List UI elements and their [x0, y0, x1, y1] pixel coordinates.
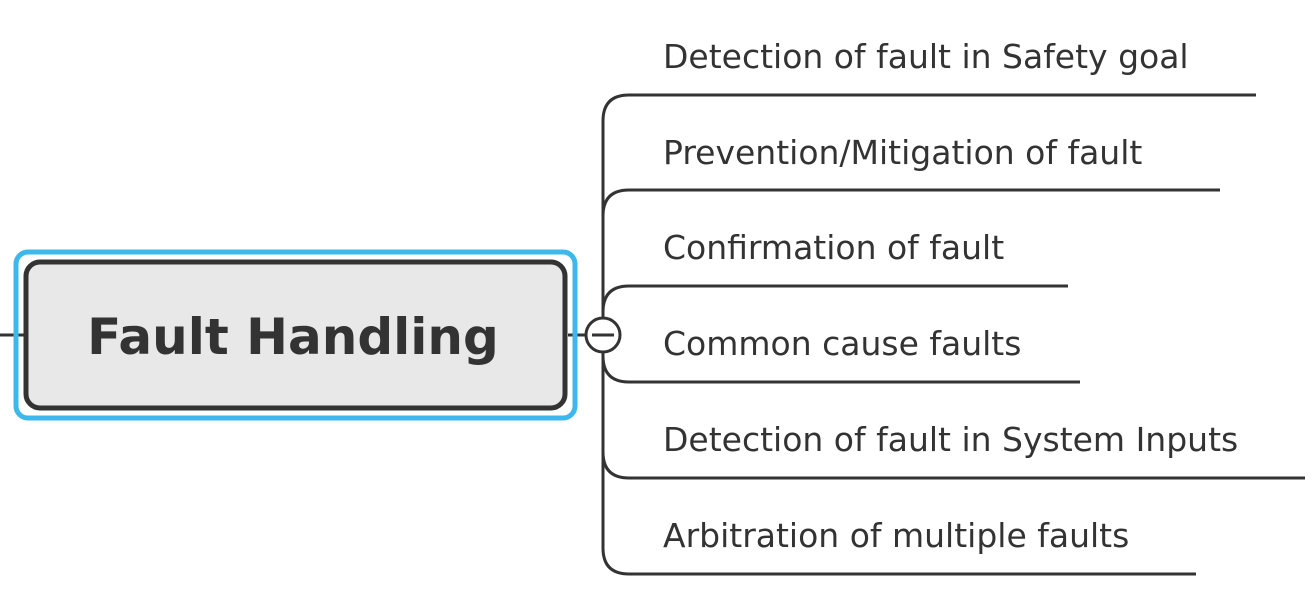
branch-label-detection-safety-goal[interactable]: Detection of fault in Safety goal: [663, 37, 1189, 76]
branch-label-prevention-mitigation[interactable]: Prevention/Mitigation of fault: [663, 133, 1142, 172]
central-topic-label: Fault Handling: [87, 308, 499, 366]
branch-label-detection-system-inputs[interactable]: Detection of fault in System Inputs: [663, 420, 1238, 459]
branch-connectors: [601, 93, 1305, 576]
branch-connector-1: [601, 93, 1256, 335]
branch-label-confirmation[interactable]: Confirmation of fault: [663, 228, 1004, 267]
branch-connector-6: [601, 335, 1196, 576]
branch-label-arbitration[interactable]: Arbitration of multiple faults: [663, 516, 1129, 555]
selection-outline: [13, 249, 578, 421]
central-topic-box[interactable]: [23, 259, 568, 411]
branch-connector-3: [601, 284, 1068, 335]
minus-circle-icon[interactable]: [584, 316, 622, 354]
branch-label-common-cause[interactable]: Common cause faults: [663, 324, 1021, 363]
branch-connector-2: [601, 188, 1220, 335]
central-topic[interactable]: Fault Handling: [23, 259, 568, 411]
